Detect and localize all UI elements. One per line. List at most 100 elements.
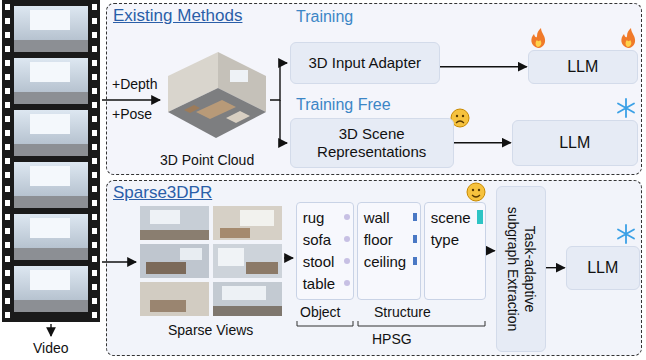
film-strip [92,102,97,108]
film-strip [92,284,97,290]
sparse-views [140,206,209,240]
film-strip [92,18,97,24]
film-strip [14,300,88,312]
film-strip [5,46,10,52]
snowflake-icon [618,99,634,117]
structure-column: wallfloorceiling [357,202,421,300]
hpsg-columns [424,202,486,300]
annotation-label: 3D Point Cloud [160,152,254,168]
film-strip [92,46,97,52]
bracket [297,321,353,326]
film-strip [5,32,10,38]
text-holder: LLM [581,259,624,277]
film-strip [92,312,97,318]
film-strip [5,4,97,318]
film-strip [92,186,97,192]
film-strip [5,158,10,164]
film-strip [92,200,97,206]
panel-title: Sparse3DPR [113,183,212,203]
film-strip [5,214,10,220]
film-strip [92,130,97,136]
flame-icon [626,40,632,47]
sparse-views [213,244,282,278]
film-strip [14,58,88,104]
hpsg-columns [413,257,417,265]
film-strip [92,144,97,150]
film-strip [5,102,10,108]
film-strip [5,256,10,262]
sparse-views [240,210,274,226]
film-strip [14,6,88,312]
scene-column: scene type [424,202,486,300]
film-strip [5,74,10,80]
film-strip [14,196,88,208]
bracket [358,321,485,326]
hpsg-columns [296,202,354,300]
sparse-views [146,262,186,274]
emoji [456,115,458,117]
sparse-views [246,262,278,274]
film-strip [50,324,51,336]
film-strip [5,116,10,122]
film-strip [30,62,70,82]
film-strip [92,74,97,80]
film-strip [92,298,97,304]
film-strip [5,186,10,192]
film-strip [14,214,88,260]
panel-fill [106,180,642,356]
sparse-views [140,230,209,240]
flow-arrow [486,250,495,251]
point-cloud [168,88,266,138]
film-strip [5,242,10,248]
graph-node-label: scene type [431,207,477,251]
annotation-label: Sparse Views [168,322,253,338]
hpsg-columns [344,236,350,242]
film-strip [5,18,10,24]
sparse-views [213,206,282,240]
film-strip [92,4,97,10]
film-strip [30,114,70,134]
film-strip [92,88,97,94]
flow-arrow [440,66,527,67]
emoji [478,189,480,191]
film-strip [92,172,97,178]
film-strip [30,10,70,30]
film-strip [92,116,97,122]
annotation-label: Structure [374,304,431,320]
film-strip [30,218,70,238]
box-label: 3D Scene Representations [291,125,453,161]
emoji [472,189,474,191]
box-label: LLM [561,58,604,76]
film-strip [5,144,10,150]
flow-arrow [284,257,293,258]
flame-icon [531,28,545,48]
text-holder: 3D Input Adapter [302,54,427,72]
text-holder: LLM [553,134,596,152]
annotation-label: +Depth [112,76,158,92]
emoji [467,183,485,201]
film-strip [2,0,100,322]
film-strip [5,284,10,290]
sparse-views [140,282,209,316]
object-column: rugsofastooltable [296,202,354,300]
box-label: 3D Input Adapter [302,54,427,72]
annotation-label: Training [296,8,353,26]
point-cloud [230,70,248,82]
flame-icon [621,28,635,48]
film-strip [14,144,88,156]
box-label: Task-adaptive subgraph Extraction [504,199,538,339]
flame-icon [536,40,542,47]
flow-arrow [280,100,287,143]
film-strip [5,130,10,136]
film-strip [14,162,88,208]
hpsg-columns [477,210,483,224]
sparse-views [150,300,186,312]
flow-arrow [270,63,287,100]
box-label: LLM [553,134,596,152]
sparse-views [150,210,180,224]
sparse-views [218,248,244,266]
hpsg-columns [344,280,350,286]
film-strip [92,242,97,248]
process-box: 3D Scene Representations [290,118,454,168]
